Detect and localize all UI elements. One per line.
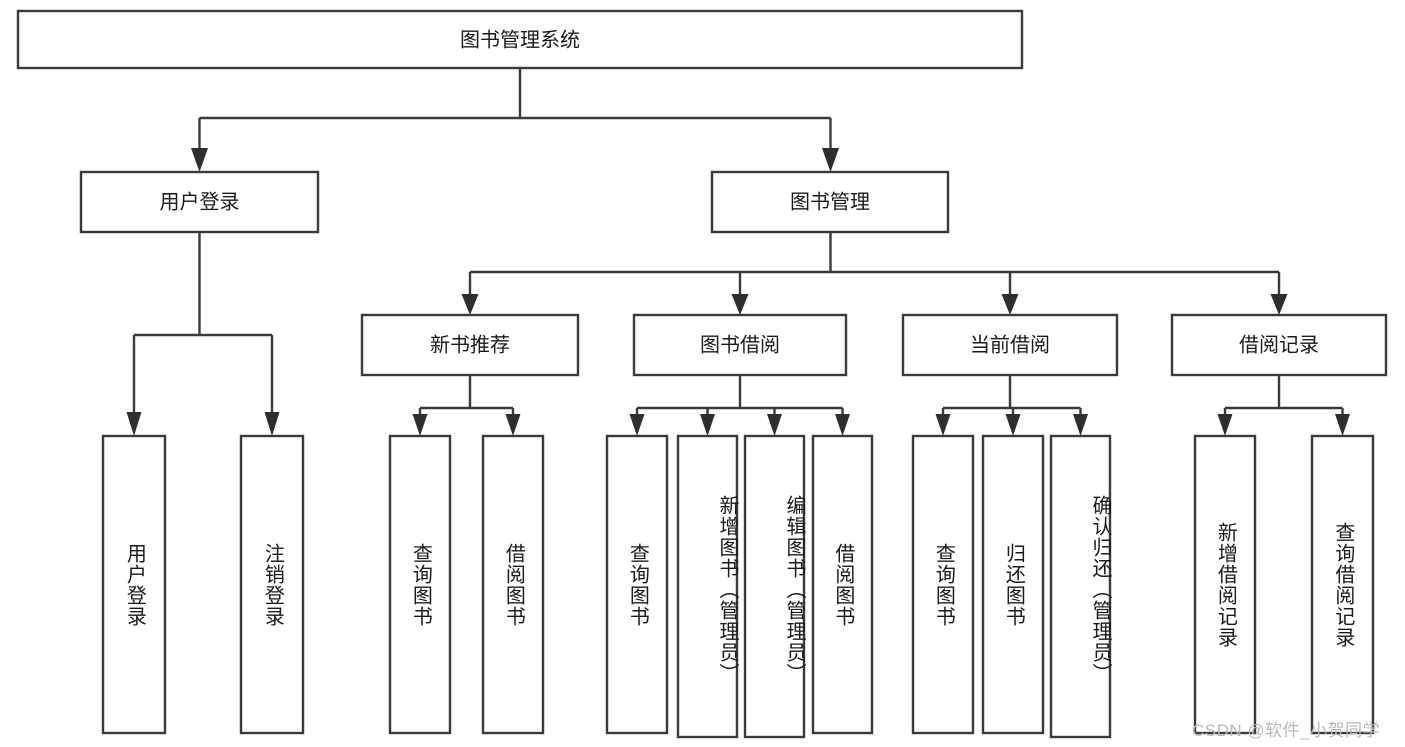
leaf-box-borrow-book-2[interactable] <box>811 434 874 735</box>
arrow-to-book-mgmt <box>822 148 839 172</box>
arrow-leaf-return-book <box>1005 414 1021 436</box>
arrow-leaf-logout <box>264 412 280 436</box>
arrow-to-new-book-rec <box>461 294 479 315</box>
node-borrow-record-label: 借阅记录 <box>1239 333 1319 356</box>
node-book-borrow[interactable] <box>632 313 848 377</box>
leaf-box-query-record[interactable] <box>1310 434 1375 735</box>
arrow-leaf-edit-book <box>767 414 782 436</box>
leaf-box-add-book[interactable] <box>676 434 739 739</box>
arrow-to-user-login <box>191 148 208 172</box>
node-book-management[interactable] <box>710 170 950 234</box>
leaf-box-query-book-1[interactable] <box>388 434 452 735</box>
arrow-leaf-borrow-book-1 <box>505 414 521 436</box>
leaf-box-confirm-return[interactable] <box>1049 434 1112 739</box>
node-book-management-label: 图书管理 <box>790 190 870 213</box>
node-user-login-label: 用户登录 <box>160 190 240 213</box>
arrow-leaf-query-book-2 <box>629 414 645 436</box>
arrow-to-book-borrow <box>731 294 749 315</box>
arrow-leaf-borrow-book-2 <box>835 414 850 436</box>
node-book-borrow-label: 图书借阅 <box>700 333 780 356</box>
arrow-leaf-confirm-return <box>1073 414 1088 436</box>
leaf-box-return-book[interactable] <box>981 434 1045 735</box>
leaf-box-user-login[interactable] <box>101 434 167 735</box>
csdn-watermark: CSDN @软件_小贺同学 <box>1192 721 1381 740</box>
node-borrow-record[interactable] <box>1170 313 1388 377</box>
arrow-to-borrow-record <box>1270 294 1288 315</box>
arrow-leaf-add-book <box>700 414 715 436</box>
connector-group <box>126 68 1350 436</box>
node-current-borrow[interactable] <box>901 313 1119 377</box>
leaf-box-add-record[interactable] <box>1193 434 1257 735</box>
node-new-book-recommend[interactable] <box>360 313 580 377</box>
arrow-to-current-borrow <box>1001 294 1019 315</box>
arrow-leaf-query-book-1 <box>412 414 428 436</box>
node-root[interactable] <box>16 9 1024 70</box>
arrow-leaf-add-record <box>1217 414 1233 436</box>
node-user-login[interactable] <box>79 170 320 234</box>
node-current-borrow-label: 当前借阅 <box>970 333 1050 356</box>
node-root-label: 图书管理系统 <box>460 28 580 51</box>
node-box-group: 图书管理系统 用户登录 图书管理 新书推荐 图书借阅 当前借阅 借阅记录 <box>16 9 1388 739</box>
leaf-box-logout[interactable] <box>239 434 305 735</box>
arrow-leaf-query-record <box>1335 414 1350 436</box>
node-new-book-recommend-label: 新书推荐 <box>430 333 510 356</box>
leaf-box-query-book-2[interactable] <box>605 434 669 735</box>
leaf-box-borrow-book-1[interactable] <box>481 434 545 735</box>
arrow-leaf-query-book-3 <box>935 414 951 436</box>
arrow-leaf-user-login <box>126 412 142 436</box>
leaf-box-edit-book[interactable] <box>743 434 806 739</box>
leaf-box-query-book-3[interactable] <box>911 434 975 735</box>
